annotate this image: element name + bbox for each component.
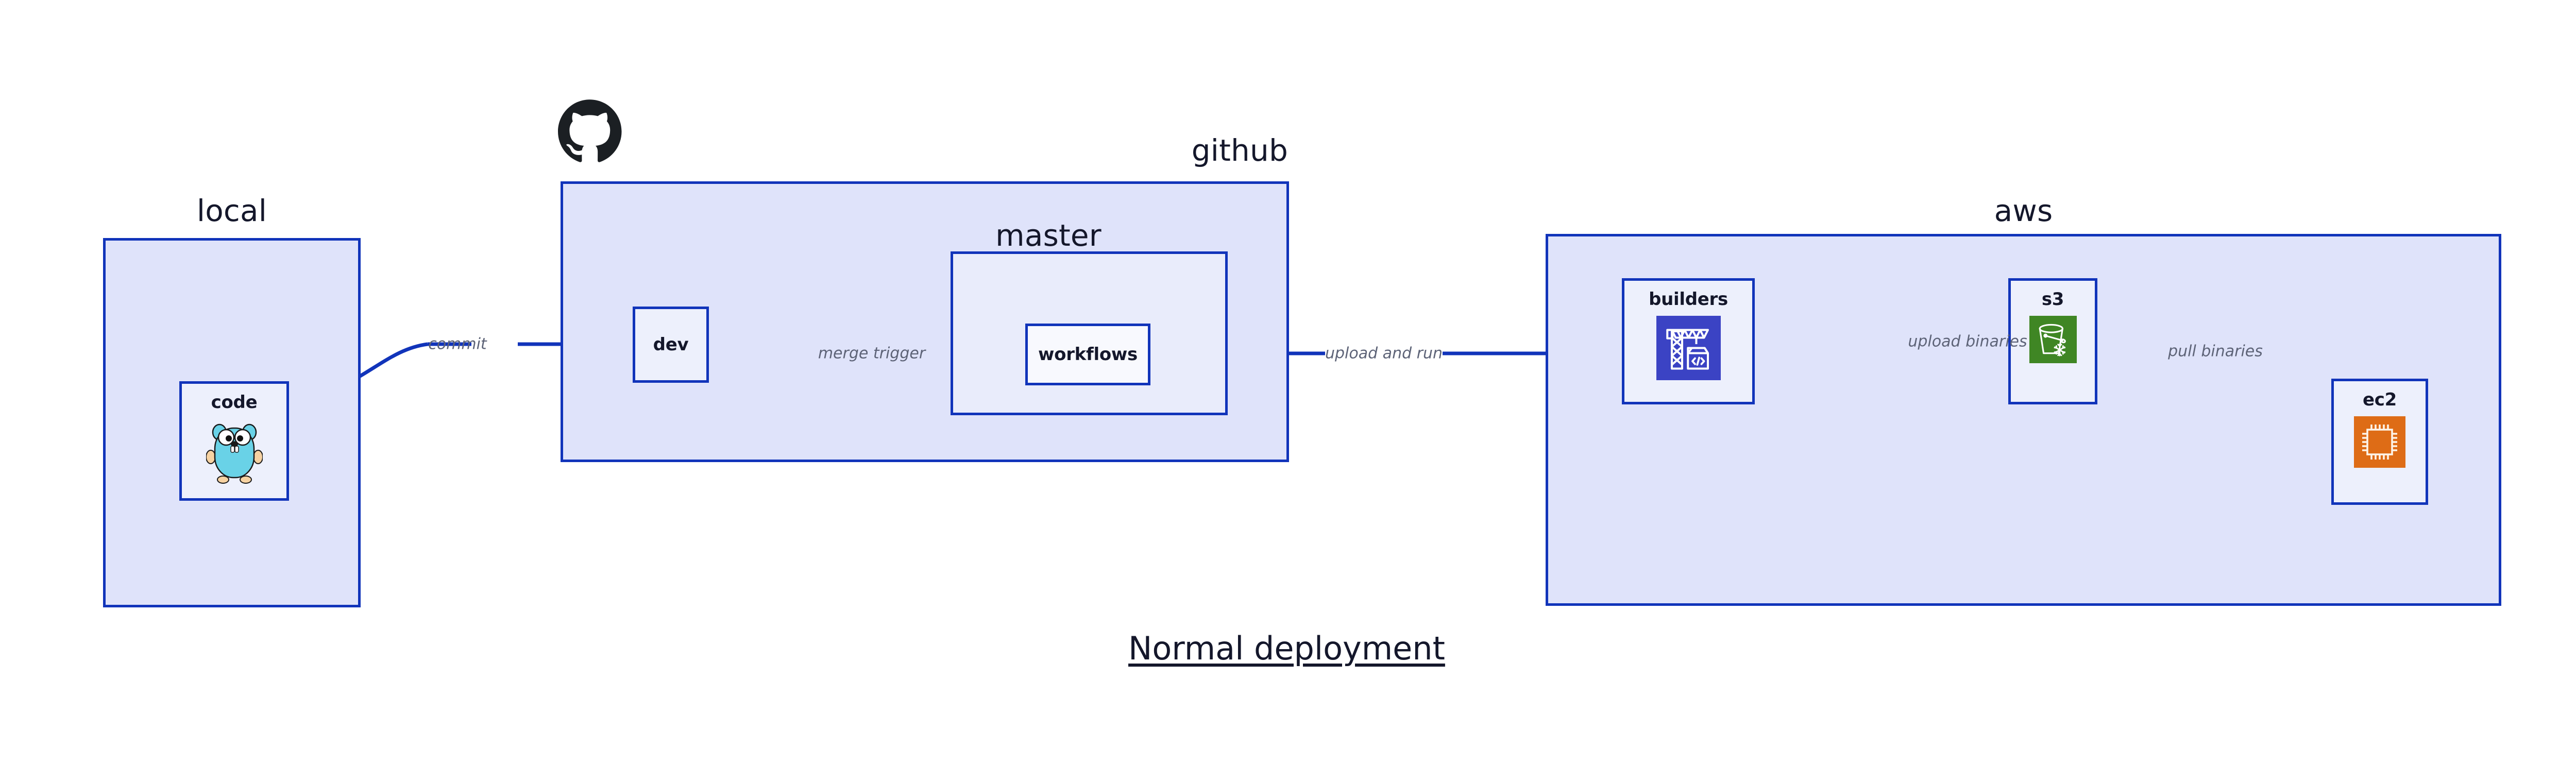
diagram-title: Normal deployment <box>1128 630 1445 667</box>
aws-codebuild-crane-icon <box>1656 316 1721 382</box>
aws-ec2-cpu-chip-icon <box>2354 416 2405 470</box>
group-label-master: master <box>995 218 1101 253</box>
edge-label-commit: commit <box>428 335 487 353</box>
node-builders[interactable]: builders <box>1622 278 1755 404</box>
node-label-ec2: ec2 <box>2363 389 2397 410</box>
node-dev[interactable]: dev <box>633 307 709 383</box>
node-label-workflows: workflows <box>1038 344 1138 365</box>
node-label-s3: s3 <box>2041 289 2064 310</box>
golang-gopher-icon <box>205 419 263 486</box>
node-workflows[interactable]: workflows <box>1025 324 1150 385</box>
github-octocat-logo <box>558 99 622 165</box>
edge-label-pull-binaries: pull binaries <box>2168 342 2263 361</box>
group-label-github: github <box>1191 133 1288 168</box>
edge-label-upload-and-run: upload and run <box>1325 344 1443 363</box>
node-ec2[interactable]: ec2 <box>2331 379 2428 505</box>
node-s3[interactable]: s3 <box>2008 278 2097 404</box>
node-code[interactable]: code <box>179 381 289 501</box>
group-label-aws: aws <box>1994 193 2053 228</box>
edge-label-upload-binaries: upload binaries <box>1908 332 2027 351</box>
aws-s3-glacier-bucket-icon <box>2029 316 2077 365</box>
node-label-builders: builders <box>1649 289 1728 310</box>
group-label-local: local <box>196 193 267 228</box>
node-label-code: code <box>211 392 258 413</box>
node-label-dev: dev <box>653 334 689 355</box>
edge-label-merge-trigger: merge trigger <box>818 344 926 363</box>
